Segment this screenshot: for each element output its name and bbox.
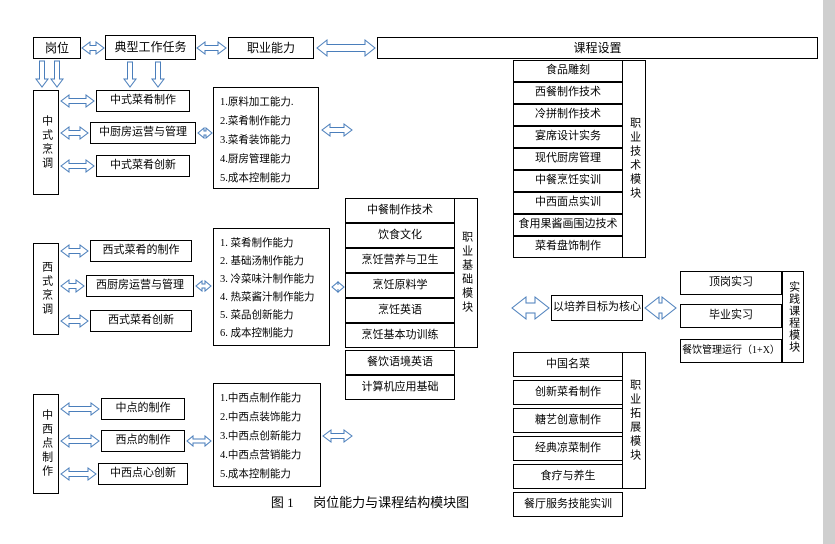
- ability-line: 6. 成本控制能力: [220, 328, 294, 339]
- practice-module-label: 实践课程模块: [782, 271, 804, 363]
- task-item: 西厨房运营与管理: [86, 275, 194, 297]
- ability-line: 3.中西点创新能力: [220, 431, 302, 442]
- ability-line: 2. 基础汤制作能力: [220, 256, 304, 267]
- ability-line: 2.中西点装饰能力: [220, 412, 302, 423]
- ability-line: 2.菜肴制作能力: [220, 116, 291, 127]
- course-box: 创新菜肴制作: [513, 380, 623, 405]
- connector-arrow: [60, 314, 89, 328]
- connector-arrow: [60, 126, 89, 140]
- course-box: 餐饮语境英语: [345, 350, 455, 375]
- vocational-ability-box: 职业能力: [228, 37, 314, 59]
- course-box: 宴席设计实务: [513, 126, 623, 148]
- connector-arrow: [123, 61, 137, 88]
- connector-arrow: [60, 434, 100, 448]
- course-box: 顶岗实习: [680, 271, 782, 295]
- foundation-module-label: 职业基础模块: [454, 198, 478, 348]
- technical-module-label: 职业技术模块: [622, 60, 646, 258]
- course-box: 经典凉菜制作: [513, 436, 623, 461]
- course-box: 餐饮管理运行（1+X）: [680, 339, 782, 363]
- course-box: 餐厅服务技能实训: [513, 492, 623, 517]
- abilities-list-chinese-cooking: 1.原料加工能力. 2.菜肴制作能力 3.菜肴装饰能力 4.厨房管理能力 5.成…: [213, 87, 319, 189]
- abilities-list-pastry: 1.中西点制作能力 2.中西点装饰能力 3.中西点创新能力 4.中西点营销能力 …: [213, 383, 321, 487]
- task-item: 西式菜肴创新: [90, 310, 192, 332]
- course-box: 烹饪英语: [345, 298, 455, 323]
- course-box: 烹饪营养与卫生: [345, 248, 455, 273]
- connector-arrow: [322, 429, 353, 443]
- figure-caption: 图 1 岗位能力与课程结构模块图: [270, 495, 470, 510]
- expansion-module-label: 职业拓展模块: [622, 352, 646, 489]
- course-box: 食疗与养生: [513, 464, 623, 489]
- course-box: 计算机应用基础: [345, 375, 455, 400]
- category-pastry-making: 中西点制作: [33, 394, 59, 494]
- ability-line: 1.中西点制作能力: [220, 393, 302, 404]
- connector-arrow: [60, 159, 95, 173]
- course-box: 食品雕刻: [513, 60, 623, 82]
- course-box: 烹饪原料学: [345, 273, 455, 298]
- course-box: 冷拼制作技术: [513, 104, 623, 126]
- course-box: 中国名菜: [513, 352, 623, 377]
- ability-line: 1. 菜肴制作能力: [220, 238, 294, 249]
- course-setup-box: 课程设置: [377, 37, 818, 59]
- ability-line: 4.厨房管理能力: [220, 154, 291, 165]
- connector-arrow: [331, 280, 345, 294]
- ability-line: 1.原料加工能力.: [220, 97, 294, 108]
- ability-line: 5.成本控制能力: [220, 173, 291, 184]
- course-box: 西餐制作技术: [513, 82, 623, 104]
- connector-arrow: [644, 295, 677, 321]
- connector-arrow: [60, 94, 95, 108]
- course-box: 中西面点实训: [513, 192, 623, 214]
- connector-arrow: [316, 38, 376, 58]
- connector-arrow: [511, 295, 550, 321]
- connector-arrow: [195, 279, 212, 293]
- post-box: 岗位: [33, 37, 81, 59]
- course-box: 现代厨房管理: [513, 148, 623, 170]
- task-item: 中点的制作: [101, 398, 185, 420]
- task-item: 中式菜肴创新: [96, 155, 190, 177]
- course-box: 糖艺创意制作: [513, 408, 623, 433]
- course-box: 烹饪基本功训练: [345, 323, 455, 348]
- task-item: 西点的制作: [101, 430, 185, 452]
- training-goal-core-box: 以培养目标为核心: [551, 295, 643, 321]
- connector-arrow: [50, 60, 64, 88]
- connector-arrow: [35, 60, 49, 88]
- task-item: 中式菜肴制作: [96, 90, 190, 112]
- connector-arrow: [60, 279, 85, 293]
- course-box: 中餐烹饪实训: [513, 170, 623, 192]
- ability-line: 3. 冷菜味汁制作能力: [220, 274, 315, 285]
- connector-arrow: [60, 402, 100, 416]
- connector-arrow: [151, 61, 165, 88]
- page-edge: [823, 0, 835, 544]
- connector-arrow: [60, 467, 97, 481]
- category-chinese-cooking: 中式烹调: [33, 90, 59, 195]
- abilities-list-western-cooking: 1. 菜肴制作能力 2. 基础汤制作能力 3. 冷菜味汁制作能力 4. 热菜酱汁…: [213, 228, 330, 346]
- connector-arrow: [81, 41, 105, 55]
- course-box: 毕业实习: [680, 304, 782, 328]
- connector-arrow: [321, 123, 353, 137]
- task-item: 中西点心创新: [98, 463, 188, 485]
- ability-line: 3.菜肴装饰能力: [220, 135, 291, 146]
- connector-arrow: [196, 41, 227, 55]
- ability-line: 4. 热菜酱汁制作能力: [220, 292, 315, 303]
- ability-line: 4.中西点营销能力: [220, 450, 302, 461]
- connector-arrow: [197, 126, 213, 140]
- typical-tasks-box: 典型工作任务: [105, 35, 196, 60]
- category-western-cooking: 西式烹调: [33, 243, 59, 335]
- course-box: 饮食文化: [345, 223, 455, 248]
- ability-line: 5.成本控制能力: [220, 469, 291, 480]
- task-item: 中厨房运营与管理: [90, 122, 196, 144]
- course-box: 食用果酱画围边技术: [513, 214, 623, 236]
- course-box: 菜肴盘饰制作: [513, 236, 623, 258]
- connector-arrow: [186, 434, 212, 448]
- task-item: 西式菜肴的制作: [90, 240, 192, 262]
- ability-line: 5. 菜品创新能力: [220, 310, 294, 321]
- course-box: 中餐制作技术: [345, 198, 455, 223]
- connector-arrow: [60, 244, 89, 258]
